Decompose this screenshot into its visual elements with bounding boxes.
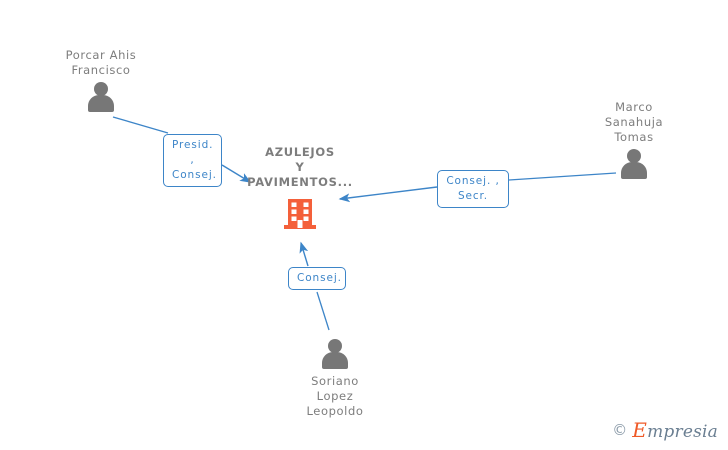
person-icon-body bbox=[322, 352, 348, 369]
company-node[interactable]: AZULEJOS Y PAVIMENTOS... bbox=[210, 145, 390, 232]
watermark-brand: Empresia bbox=[632, 418, 718, 442]
person-icon-body bbox=[621, 162, 647, 179]
company-name-label: AZULEJOS Y PAVIMENTOS... bbox=[247, 145, 353, 189]
person-name-label: Porcar Ahis Francisco bbox=[65, 48, 137, 77]
person-node-marco-sanahuja-tomas[interactable]: Marco Sanahuja Tomas bbox=[559, 100, 709, 179]
person-icon-head bbox=[627, 149, 641, 163]
person-node-soriano-lopez-leopoldo[interactable]: Soriano Lopez Leopoldo bbox=[260, 335, 410, 419]
person-name-label: Soriano Lopez Leopoldo bbox=[306, 374, 364, 418]
person-icon bbox=[318, 339, 352, 369]
edge-soriano-to-label bbox=[316, 291, 330, 331]
person-icon-head bbox=[328, 339, 342, 353]
person-icon bbox=[84, 82, 118, 112]
edge-label-to-company-left bbox=[221, 164, 252, 183]
person-icon bbox=[617, 149, 651, 179]
edge-label-to-company-right bbox=[338, 186, 438, 203]
watermark: © Empresia bbox=[612, 418, 718, 442]
edge-label-to-company-bottom bbox=[299, 241, 309, 267]
edge-porcar-to-label bbox=[112, 116, 169, 134]
watermark-brand-rest: mpresia bbox=[647, 422, 718, 442]
person-name-label: Marco Sanahuja Tomas bbox=[604, 100, 664, 144]
person-node-porcar-ahis-francisco[interactable]: Porcar Ahis Francisco bbox=[26, 48, 176, 112]
building-icon bbox=[283, 198, 317, 232]
relation-label-soriano-lopez-leopoldo[interactable]: Consej. bbox=[288, 267, 346, 290]
watermark-brand-initial: E bbox=[632, 418, 648, 442]
relation-label-porcar-ahis-francisco[interactable]: Presid. , Consej. bbox=[163, 134, 222, 187]
edge-marco-to-label bbox=[508, 172, 617, 181]
person-icon-head bbox=[94, 82, 108, 96]
person-icon-body bbox=[88, 95, 114, 112]
relation-label-marco-sanahuja-tomas[interactable]: Consej. , Secr. bbox=[437, 170, 509, 208]
copyright-icon: © bbox=[612, 421, 628, 439]
